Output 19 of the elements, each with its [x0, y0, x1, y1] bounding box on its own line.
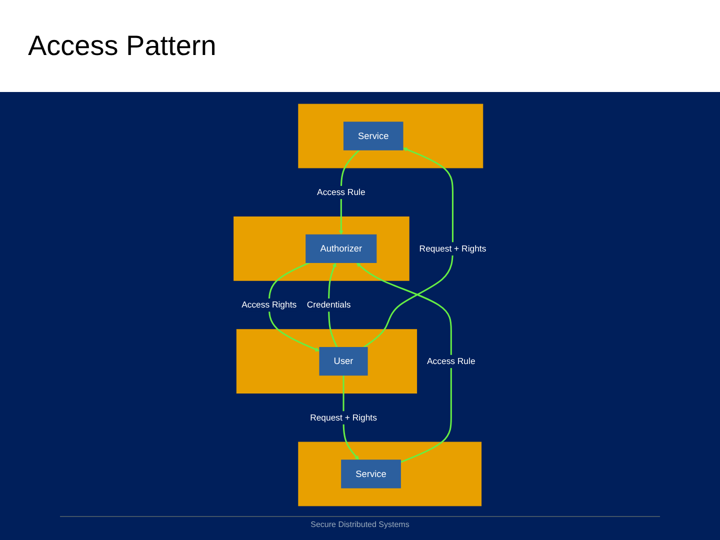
arrow [268, 262, 320, 352]
footer-text: Secure Distributed Systems [310, 520, 410, 529]
edge-label: Access Rule [317, 187, 366, 198]
slide-title: Access Pattern [28, 30, 216, 62]
cluster [298, 104, 484, 168]
edge-label: Credentials [306, 300, 351, 310]
node-box: Service [341, 460, 401, 488]
cluster [298, 442, 482, 506]
cluster [234, 216, 410, 281]
node-box: Service [343, 122, 404, 150]
edge-label: Access Rule [427, 356, 476, 366]
edge-label: Request + Rights [310, 412, 377, 422]
edge-label: Request + Rights [419, 244, 486, 254]
arrow [356, 262, 452, 463]
cluster [236, 329, 418, 394]
edge-label: Access Rights [242, 300, 297, 310]
node-box: Authorizer [306, 234, 377, 263]
arrow [363, 147, 454, 348]
node-box: User [319, 347, 368, 376]
